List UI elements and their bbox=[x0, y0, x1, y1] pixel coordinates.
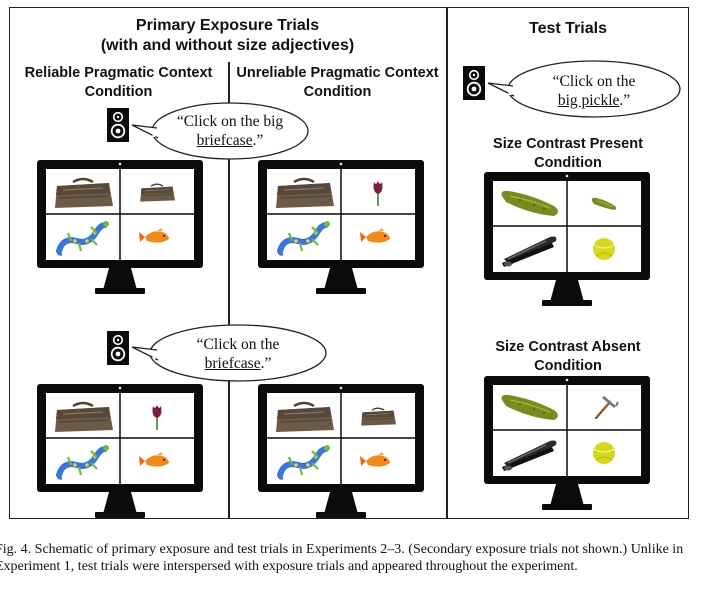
target-word: briefcase bbox=[196, 132, 253, 149]
reliable-line2: Condition bbox=[84, 84, 153, 100]
condition-divider bbox=[228, 62, 230, 519]
present-heading: Size Contrast Present Condition bbox=[447, 135, 689, 173]
bubble-end: .” bbox=[619, 92, 631, 109]
speaker-icon bbox=[106, 330, 130, 366]
figure-frame bbox=[9, 7, 689, 519]
figure-caption: Fig. 4. Schematic of primary exposure an… bbox=[0, 542, 684, 574]
speech-bubble bbox=[487, 60, 681, 118]
ball-icon bbox=[592, 441, 616, 465]
bubble-line1: “Click on the bbox=[196, 336, 280, 353]
bubble-text-big-pickle: “Click on the big pickle.” bbox=[524, 72, 664, 110]
bubble-line2: briefcase.” bbox=[160, 131, 300, 150]
bubble-end: .” bbox=[260, 355, 272, 372]
test-title: Test Trials bbox=[529, 20, 607, 37]
reliable-heading: Reliable Pragmatic Context Condition bbox=[9, 64, 228, 102]
reliable-line1: Reliable Pragmatic Context bbox=[24, 65, 213, 81]
bubble-line2: big pickle.” bbox=[524, 91, 664, 110]
absent-heading: Size Contrast Absent Condition bbox=[447, 338, 689, 376]
monitor-contrast-absent bbox=[483, 375, 651, 511]
primary-title-line2: (with and without size adjectives) bbox=[100, 37, 355, 54]
bubble-line1: “Click on the bbox=[552, 73, 636, 90]
present-line1: Size Contrast Present bbox=[493, 136, 643, 152]
section-divider bbox=[446, 7, 448, 519]
target-word: big pickle bbox=[557, 92, 620, 109]
unreliable-line2: Condition bbox=[303, 84, 372, 100]
present-line2: Condition bbox=[534, 155, 602, 171]
ball-icon bbox=[592, 237, 616, 261]
absent-line1: Size Contrast Absent bbox=[495, 339, 641, 355]
bubble-line2: briefcase.” bbox=[168, 354, 308, 373]
monitor-contrast-present bbox=[483, 171, 651, 307]
speaker-icon bbox=[106, 107, 130, 143]
unreliable-line1: Unreliable Pragmatic Context bbox=[236, 65, 439, 81]
primary-title: Primary Exposure Trials (with and withou… bbox=[9, 16, 446, 56]
monitor-reliable-bottom bbox=[36, 383, 204, 519]
speaker-icon bbox=[462, 65, 486, 101]
speech-bubble bbox=[131, 324, 327, 382]
monitor-unreliable-bottom bbox=[257, 383, 425, 519]
speech-bubble bbox=[131, 102, 309, 160]
monitor-reliable-top bbox=[36, 159, 204, 295]
bubble-end: .” bbox=[252, 132, 264, 149]
bubble-text-big-briefcase: “Click on the big briefcase.” bbox=[160, 112, 300, 150]
target-word: briefcase bbox=[204, 355, 261, 372]
bubble-line1: “Click on the big bbox=[176, 113, 284, 130]
monitor-unreliable-top bbox=[257, 159, 425, 295]
unreliable-heading: Unreliable Pragmatic Context Condition bbox=[229, 64, 446, 102]
bubble-text-briefcase: “Click on the briefcase.” bbox=[168, 335, 308, 373]
primary-title-line1: Primary Exposure Trials bbox=[135, 17, 320, 34]
absent-line2: Condition bbox=[534, 358, 602, 374]
